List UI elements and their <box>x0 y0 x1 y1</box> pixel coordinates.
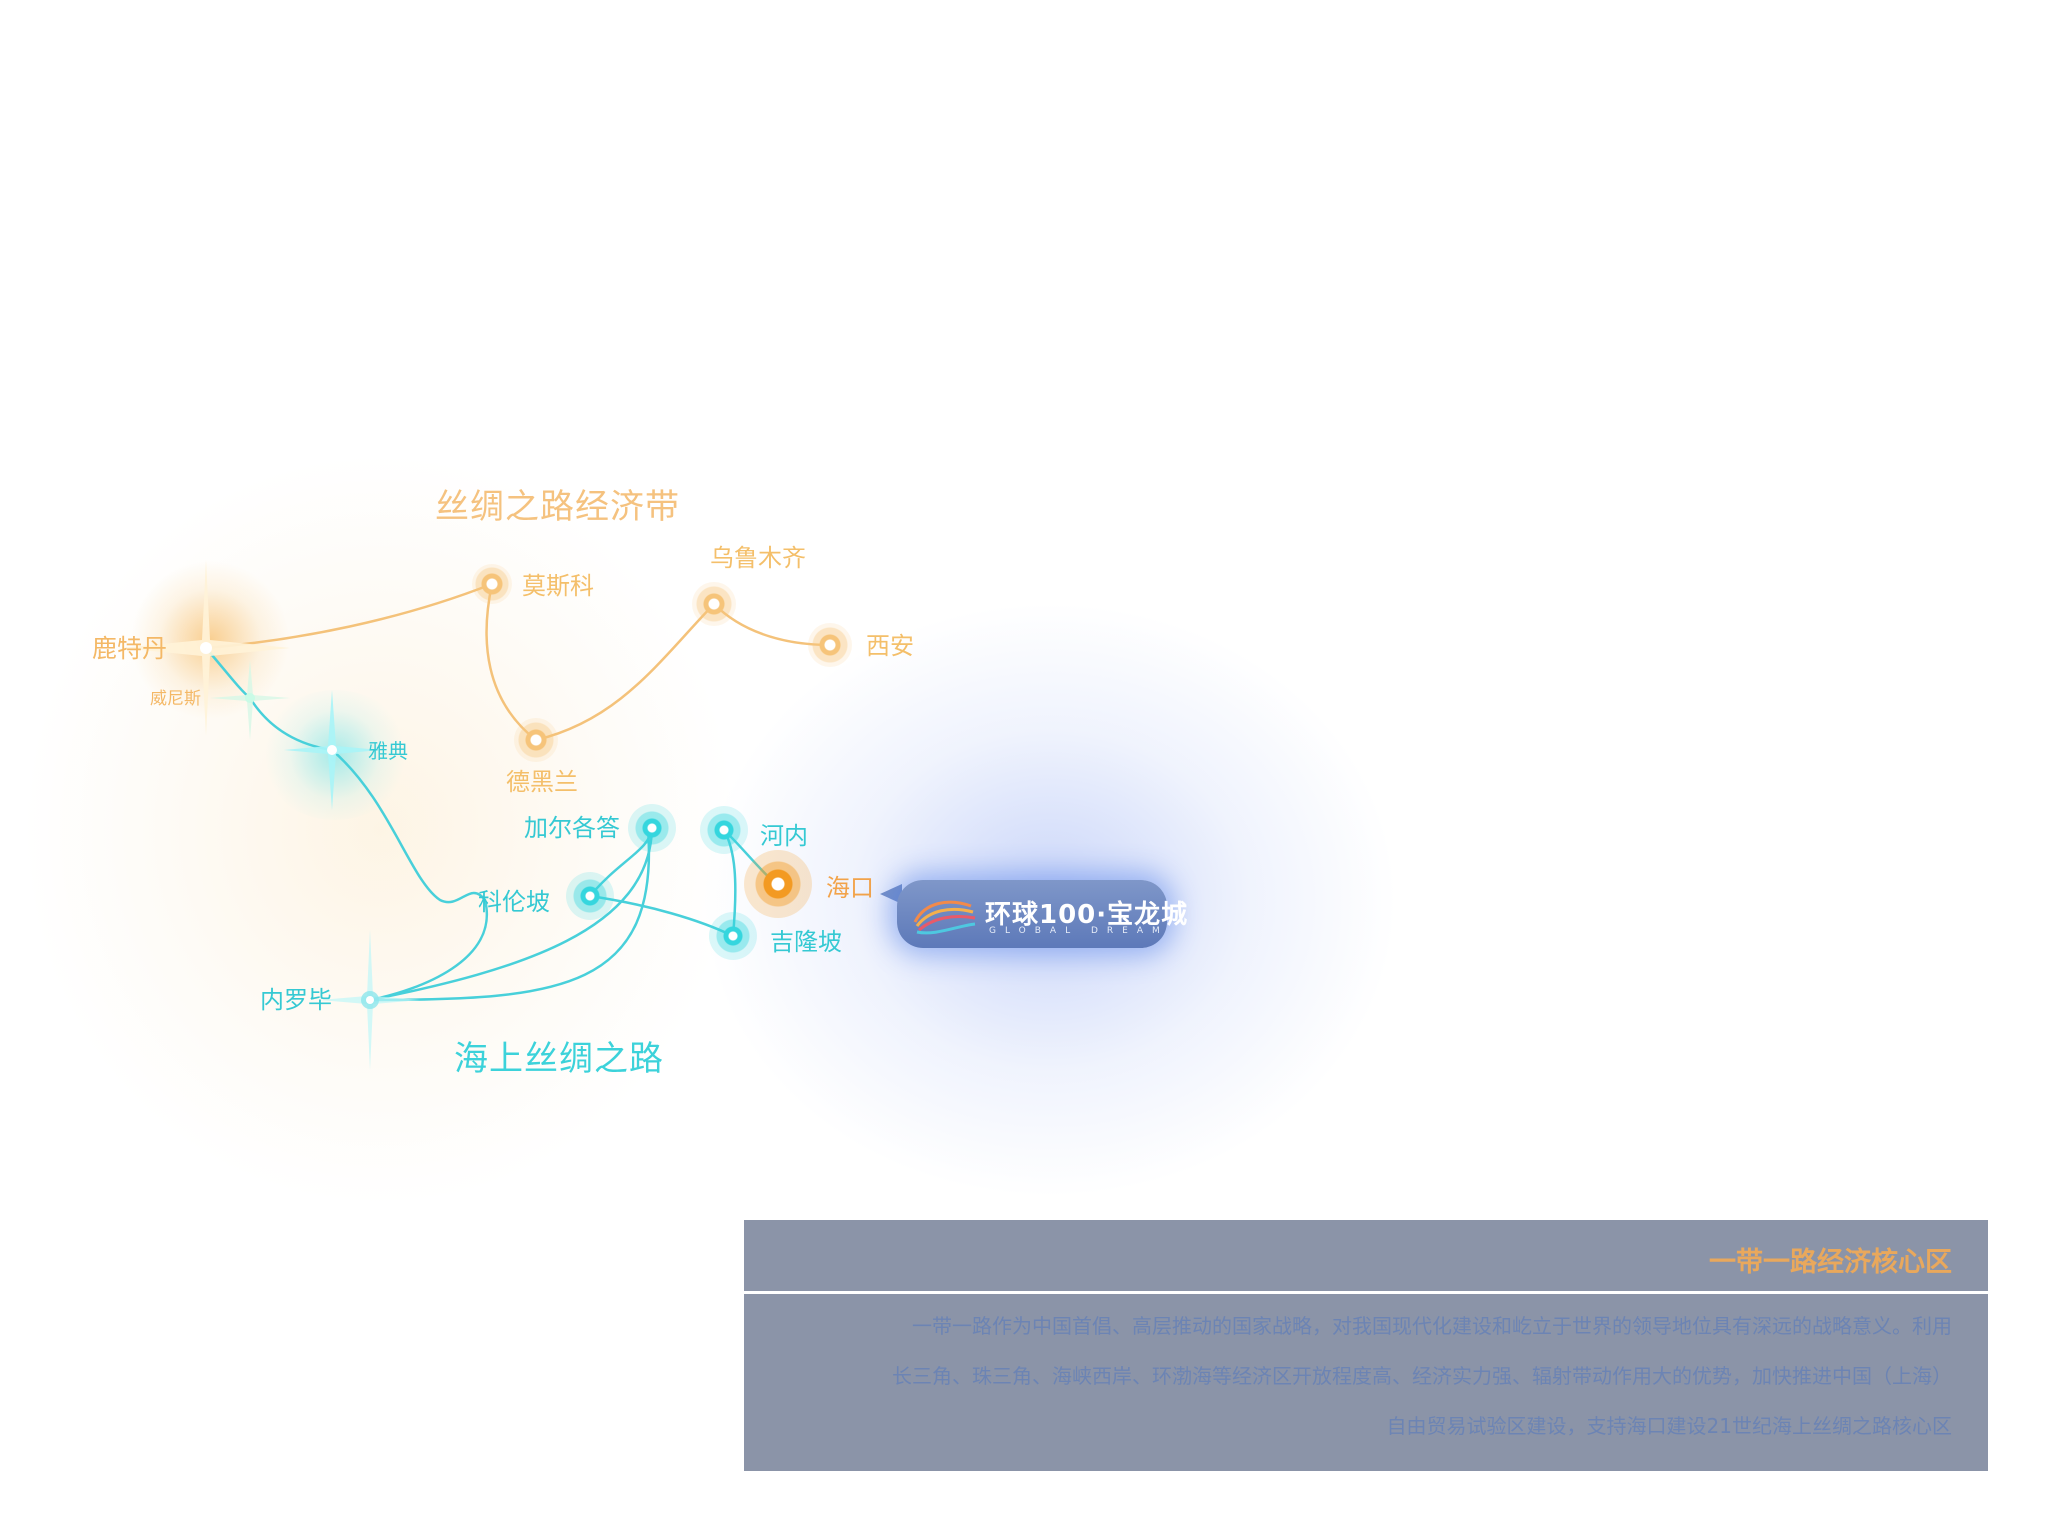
nairobi-star <box>320 930 420 1070</box>
info-panel-body: 一带一路作为中国首倡、高层推动的国家战略，对我国现代化建设和屹立于世界的领导地位… <box>744 1294 1988 1471</box>
city-label-hanoi: 河内 <box>760 822 808 850</box>
rotterdam-star <box>122 560 290 736</box>
logo-pointer <box>880 884 902 904</box>
city-label-kolkata: 加尔各答 <box>524 814 620 842</box>
city-label-moscow: 莫斯科 <box>522 572 594 600</box>
logo-subtitle: GLOBAL DREAM <box>989 926 1169 936</box>
urumqi-node[interactable] <box>692 582 736 626</box>
land-route-line <box>485 583 537 741</box>
logo-name: 环球100·宝龙城 <box>985 900 1189 930</box>
athens-star <box>284 690 380 810</box>
hanoi-node[interactable] <box>700 806 748 854</box>
sea-route-line <box>248 697 333 752</box>
city-label-kualalumpur: 吉隆坡 <box>770 928 842 956</box>
land-route-line <box>535 603 715 742</box>
city-label-haikou: 海口 <box>826 874 874 902</box>
city-label-xian: 西安 <box>866 632 914 660</box>
city-label-tehran: 德黑兰 <box>506 768 578 796</box>
kualalumpur-node[interactable] <box>709 912 757 960</box>
sea-route-title: 海上丝绸之路 <box>454 1039 664 1079</box>
colombo-node[interactable] <box>566 872 614 920</box>
info-text-line: 一带一路作为中国首倡、高层推动的国家战略，对我国现代化建设和屹立于世界的领导地位… <box>912 1314 1952 1338</box>
city-label-venice: 威尼斯 <box>150 689 201 709</box>
city-label-urumqi: 乌鲁木齐 <box>710 544 806 572</box>
city-label-rotterdam: 鹿特丹 <box>92 634 168 663</box>
tehran-node[interactable] <box>514 718 558 762</box>
haikou-node[interactable] <box>744 850 812 918</box>
moscow-node[interactable] <box>472 564 512 604</box>
city-label-nairobi: 内罗毕 <box>260 986 332 1014</box>
sea-route-line <box>369 827 651 1002</box>
xian-node[interactable] <box>808 623 852 667</box>
city-label-colombo: 科伦坡 <box>478 888 550 916</box>
venice-star <box>210 660 290 740</box>
project-logo[interactable]: 环球100·宝龙城 GLOBAL DREAM <box>897 880 1187 948</box>
kolkata-node[interactable] <box>628 804 676 852</box>
land-route-title: 丝绸之路经济带 <box>435 487 680 527</box>
city-label-athens: 雅典 <box>368 739 408 763</box>
sea-route-line <box>369 827 654 1002</box>
wave-logo-icon <box>913 900 976 935</box>
info-text-line: 长三角、珠三角、海峡西岸、环渤海等经济区开放程度高、经济实力强、辐射带动作用大的… <box>892 1364 1952 1388</box>
info-text-line: 自由贸易试验区建设，支持海口建设21世纪海上丝绸之路核心区 <box>1386 1414 1952 1438</box>
land-route-line <box>205 582 493 650</box>
info-panel-header: 一带一路经济核心区 <box>744 1220 1988 1291</box>
sea-route-line <box>331 749 489 1002</box>
info-panel-title: 一带一路经济核心区 <box>1709 1247 1952 1278</box>
